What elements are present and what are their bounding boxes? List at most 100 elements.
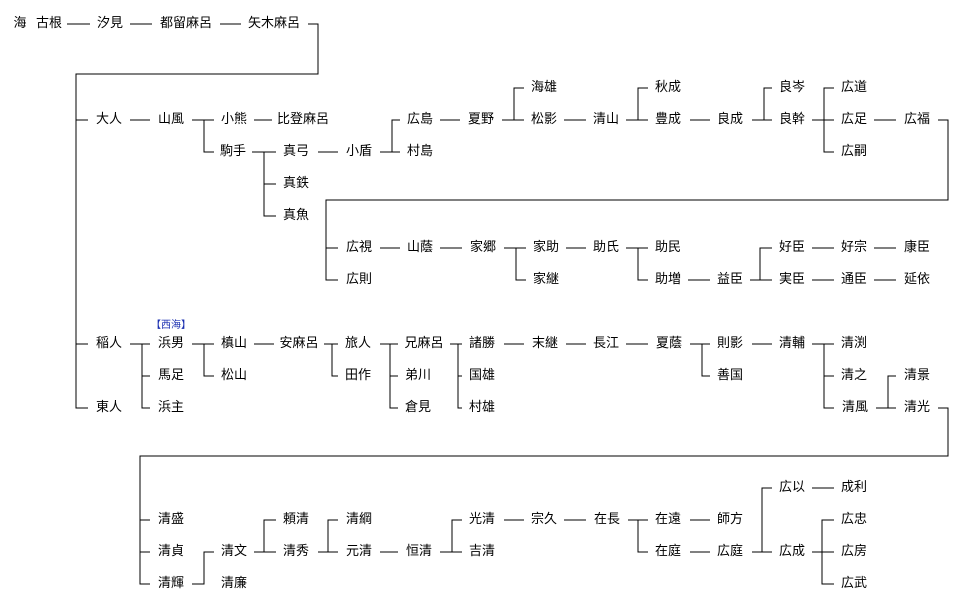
person-node: 小盾 — [345, 144, 373, 160]
person-node: 広房 — [840, 544, 868, 560]
person-node: 光清 — [468, 512, 496, 528]
edge — [252, 151, 276, 217]
edge — [626, 87, 648, 121]
edge — [325, 119, 949, 281]
person-node: 山風 — [157, 112, 185, 128]
person-node: 恒清 — [405, 544, 433, 560]
person-node: 在遠 — [654, 512, 682, 528]
person-node: 古根 — [35, 16, 63, 32]
edge — [380, 119, 400, 153]
person-node: 在庭 — [654, 544, 682, 560]
edge — [192, 551, 214, 585]
person-node: 善国 — [716, 368, 744, 384]
person-node: 村島 — [406, 144, 434, 160]
person-node: 益臣 — [716, 272, 744, 288]
edge — [750, 247, 772, 281]
edge — [450, 343, 462, 409]
person-node: 豊成 — [654, 112, 682, 128]
person-node: 清山 — [592, 112, 620, 128]
person-node: 助増 — [654, 272, 682, 288]
person-node: 海雄 — [530, 80, 558, 96]
person-node: 海 — [13, 16, 27, 32]
person-node: 頼清 — [282, 512, 310, 528]
person-node: 元清 — [345, 544, 373, 560]
person-node: 清秀 — [282, 544, 310, 560]
person-node: 家郷 — [469, 240, 497, 256]
person-node: 汐見 — [96, 16, 124, 32]
person-node: 広島 — [406, 112, 434, 128]
edge — [139, 407, 949, 585]
person-node: 東人 — [95, 400, 123, 416]
edge — [75, 23, 319, 409]
person-node: 国雄 — [468, 368, 496, 384]
person-node: 松山 — [220, 368, 248, 384]
edge — [876, 375, 896, 409]
person-node: 旅人 — [344, 336, 372, 352]
person-node: 通臣 — [840, 272, 868, 288]
person-node: 清廉 — [220, 576, 248, 592]
person-node: 真魚 — [282, 208, 310, 224]
edge — [380, 343, 398, 409]
person-node: 松影 — [530, 112, 558, 128]
person-node: 清盛 — [157, 512, 185, 528]
person-node: 駒手 — [219, 144, 247, 160]
person-node: 矢木麻呂 — [247, 16, 301, 32]
person-node: 清綱 — [345, 512, 373, 528]
person-node: 広成 — [778, 544, 806, 560]
person-node: 秋成 — [654, 80, 682, 96]
edge — [628, 519, 648, 553]
person-node: 村雄 — [468, 400, 496, 416]
person-node: 真鉄 — [282, 176, 310, 192]
person-node: 広庭 — [716, 544, 744, 560]
edge — [324, 343, 338, 377]
person-node: 清景 — [903, 368, 931, 384]
person-node: 広視 — [345, 240, 373, 256]
person-node: 助氏 — [592, 240, 620, 256]
person-node: 吉清 — [468, 544, 496, 560]
person-node: 夏野 — [467, 112, 495, 128]
person-node: 比登麻呂 — [276, 112, 330, 128]
person-node: 槙山 — [220, 336, 248, 352]
person-node: 師方 — [716, 512, 744, 528]
edge — [626, 247, 648, 281]
person-node: 延依 — [903, 272, 931, 288]
person-node: 良成 — [716, 112, 744, 128]
person-node: 助民 — [654, 240, 682, 256]
edge — [690, 343, 710, 377]
person-node: 真弓 — [282, 144, 310, 160]
person-node: 倉見 — [404, 400, 432, 416]
person-node: 馬足 — [157, 368, 185, 384]
person-node: 大人 — [95, 112, 123, 128]
edge — [752, 487, 772, 553]
person-node: 浜男 — [157, 336, 185, 352]
person-node: 広福 — [903, 112, 931, 128]
person-node: 清輔 — [778, 336, 806, 352]
person-node: 清之 — [840, 368, 868, 384]
person-node: 兄麻呂 — [404, 336, 444, 352]
person-node: 都留麻呂 — [159, 16, 213, 32]
person-node: 康臣 — [903, 240, 931, 256]
person-node: 安麻呂 — [279, 336, 319, 352]
person-node: 長江 — [592, 336, 620, 352]
person-node: 浜主 — [157, 400, 185, 416]
edge — [192, 119, 214, 153]
person-node: 広嗣 — [840, 144, 868, 160]
person-node: 良幹 — [778, 112, 806, 128]
person-node: 清風 — [841, 400, 869, 416]
person-node: 清光 — [903, 400, 931, 416]
person-node: 広足 — [840, 112, 868, 128]
person-node: 成利 — [840, 480, 868, 496]
edge — [502, 87, 524, 121]
person-node: 宗久 — [530, 512, 558, 528]
person-node: 家継 — [532, 272, 560, 288]
person-node: 夏蔭 — [655, 336, 683, 352]
person-node: 清渕 — [840, 336, 868, 352]
edge — [812, 343, 834, 409]
edge — [440, 519, 462, 553]
edge — [254, 519, 276, 553]
person-node: 諸勝 — [468, 336, 496, 352]
person-node: 広則 — [345, 272, 373, 288]
region-annotation: 【西海】 — [151, 320, 191, 331]
person-node: 田作 — [344, 368, 372, 384]
